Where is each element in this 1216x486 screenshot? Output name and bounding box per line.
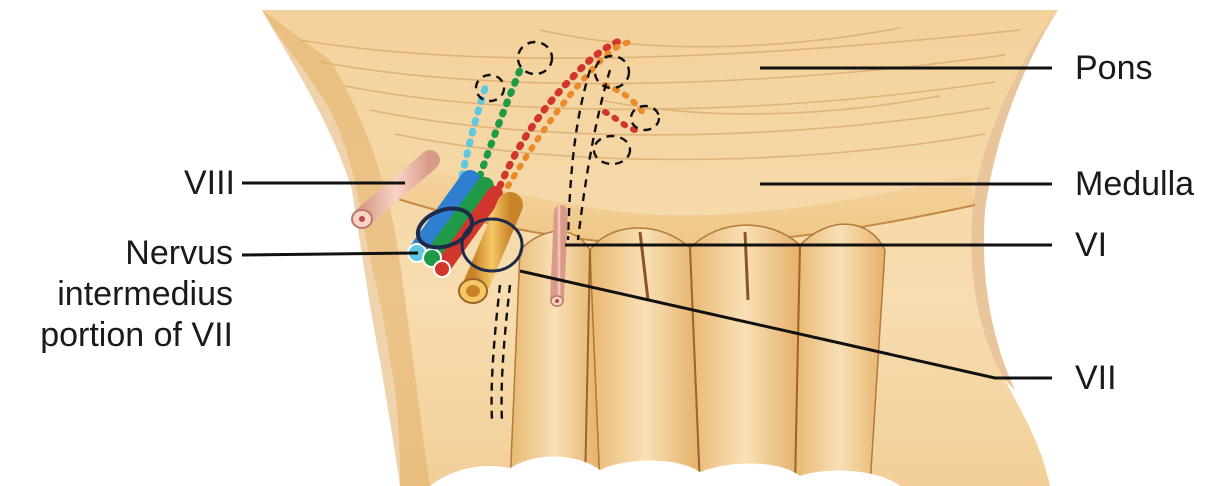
label-pons: Pons [1075,48,1153,89]
label-viii: VIII [165,163,235,204]
label-medulla: Medulla [1075,164,1194,205]
pyramids [510,224,885,486]
label-vi: VI [1075,225,1107,266]
label-nervus-line-3: portion of VII [8,315,233,356]
leader-nervus [242,253,418,255]
label-vii: VII [1075,358,1117,399]
label-nervus-intermedius: Nervus intermedius portion of VII [8,233,233,356]
label-nervus-line-1: Nervus [8,233,233,274]
label-nervus-line-2: intermedius [8,274,233,315]
